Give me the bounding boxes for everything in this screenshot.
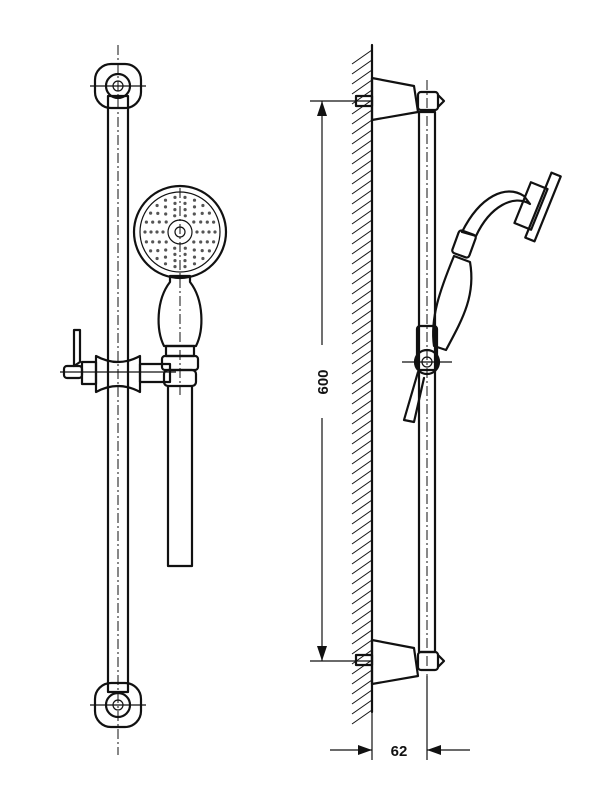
side-slider [402,324,452,424]
depth-dimension-label: 62 [391,743,408,760]
front-hose [166,384,194,568]
height-dimension-label: 600 [315,369,332,394]
side-bottom-bracket [354,638,446,686]
side-hand-shower [432,171,562,352]
front-slider [60,328,176,394]
side-top-bracket [354,76,446,122]
side-view: 600 62 [310,43,562,760]
front-bottom-bracket [90,681,146,729]
height-dimension: 600 [310,100,372,662]
depth-dimension: 62 [330,676,470,760]
front-view [60,45,228,755]
front-hand-shower-handle [157,188,203,395]
front-top-bracket [90,62,146,110]
shower-head-nozzles [143,195,217,269]
front-shower-head [132,184,228,280]
wall-hatching [351,49,373,725]
